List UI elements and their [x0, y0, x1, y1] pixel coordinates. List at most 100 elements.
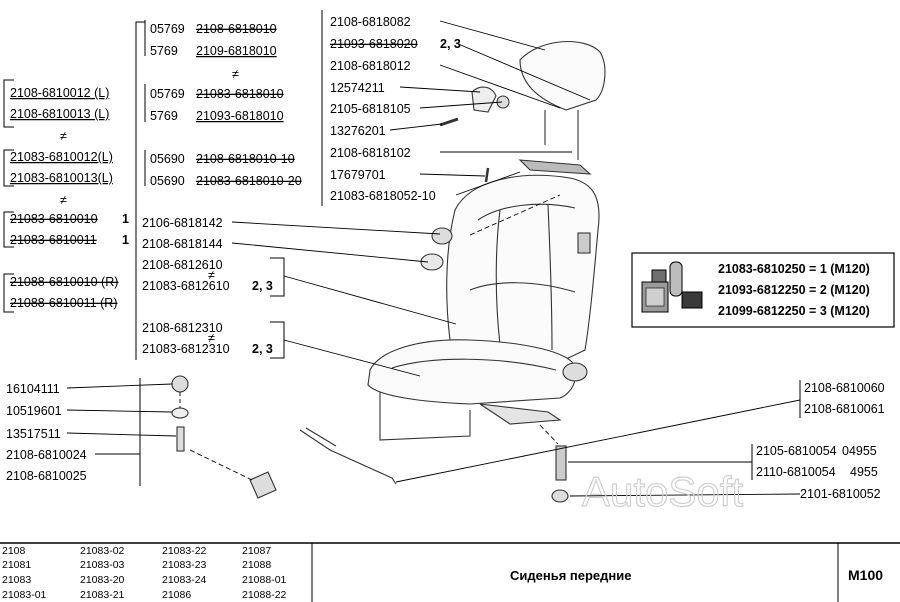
part-label: 2108-6810013 (L): [10, 107, 109, 121]
pin: [176, 426, 185, 452]
part-label: 21088-6810010 (R): [10, 275, 118, 289]
kit-line: 21083-6810250 = 1 (M120): [718, 262, 870, 276]
bracket-cushion: [270, 257, 285, 297]
part-prefix: 5769: [150, 44, 178, 58]
seat-rod: [299, 429, 397, 485]
kit-line: 21099-6812250 = 3 (M120): [718, 304, 870, 318]
washer: [171, 407, 189, 419]
backrest-seam: [469, 282, 576, 293]
part-label: 13276201: [330, 124, 386, 138]
part-label: 2110-6810054: [756, 465, 836, 479]
model-code: 21083-20: [80, 574, 125, 586]
part-label: 21083-6810010: [10, 212, 98, 226]
not-equal-sign: ≠: [208, 268, 215, 282]
backrest-seam: [477, 203, 576, 221]
kit-line: 21093-6812250 = 2 (M120): [718, 283, 870, 297]
model-code: 21086: [162, 589, 191, 601]
part-label: 21083-6818010: [196, 87, 284, 101]
leader-lines: [66, 20, 801, 497]
kit-icon: [641, 261, 703, 313]
page-title: Сиденья передние: [510, 568, 631, 583]
part-label: 2109-6818010: [196, 44, 277, 58]
part-label: 16104111: [6, 382, 60, 396]
model-code: 21088: [242, 559, 271, 571]
part-prefix: 5769: [150, 109, 178, 123]
headrest-clip: [471, 86, 497, 113]
seat-rod: [305, 427, 337, 447]
middle-part-groups: 05769 2108-6818010 5769 2109-6818010 ≠ 0…: [142, 22, 302, 356]
headrest-guide-plate: [518, 159, 592, 175]
part-label: 2108-6818010: [196, 22, 277, 36]
part-label: 21093-6818020: [330, 37, 418, 51]
model-code: 21081: [2, 559, 31, 571]
model-code: 21088-22: [242, 589, 287, 601]
part-label: 2108-6810025: [6, 469, 87, 483]
part-label: 21083-6810012(L): [10, 150, 113, 164]
model-code: 2108: [2, 545, 26, 557]
model-code: 21088-01: [242, 574, 287, 586]
backrest-seam: [495, 209, 501, 346]
variant-number: 1: [122, 212, 129, 226]
bracket-clip: [249, 471, 277, 499]
seat-frame: [379, 392, 471, 441]
left-part-groups: 2108-6810012 (L) 2108-6810013 (L) ≠ 2108…: [10, 86, 129, 310]
part-label: 2105-6810054: [756, 444, 837, 458]
part-label: 17679701: [330, 168, 386, 182]
part-label: 2108-6818082: [330, 15, 411, 29]
part-extra: 4955: [850, 465, 878, 479]
part-label: 2108-6818102: [330, 146, 411, 160]
seat-rail: [479, 403, 562, 425]
part-label: 21083-6818052-10: [330, 189, 436, 203]
model-code: 21083-01: [2, 589, 47, 601]
part-label: 12574211: [330, 81, 385, 95]
variant-number: 2, 3: [440, 37, 461, 51]
part-label: 2108-6810012 (L): [10, 86, 109, 100]
part-label: 2108-6812310: [142, 321, 223, 335]
part-label: 2101-6810052: [800, 487, 881, 501]
part-label: 21083-6818010-20: [196, 174, 302, 188]
page-code: M100: [848, 567, 883, 583]
part-prefix: 05690: [150, 152, 185, 166]
part-label: 13517511: [6, 427, 61, 441]
seat-illustration: [171, 41, 606, 503]
bracket-left-1: [3, 79, 14, 128]
cap: [420, 253, 444, 271]
part-label: 21083-6810011: [10, 233, 97, 247]
backrest-seam: [547, 204, 553, 351]
watermark: AutoSoft: [582, 468, 743, 515]
part-label: 2108-6818144: [142, 237, 223, 251]
part-label: 2108-6810024: [6, 448, 87, 462]
headrest-pin: [484, 167, 490, 183]
variant-number: 2, 3: [252, 342, 273, 356]
part-label: 21088-6810011 (R): [10, 296, 117, 310]
fastener-part-labels: 16104111 10519601 13517511 2108-6810024 …: [6, 382, 87, 483]
part-prefix: 05769: [150, 87, 185, 101]
part-label: 2108-6810060: [804, 381, 885, 395]
seat-cushion: [367, 339, 577, 405]
part-label: 21093-6818010: [196, 109, 284, 123]
bracket-left-3: [3, 211, 14, 248]
bracket-left-4: [3, 273, 14, 313]
part-label: 2105-6818105: [330, 102, 411, 116]
headrest-part-labels: 2108-6818082 21093-6818020 2, 3 2108-681…: [330, 15, 461, 203]
model-code: 21083-02: [80, 545, 125, 557]
part-label: 2108-6810061: [804, 402, 885, 416]
side-lever: [577, 232, 591, 254]
bracket-middle-main: [135, 21, 145, 360]
not-equal-sign: ≠: [232, 67, 239, 81]
nut: [171, 375, 189, 393]
part-label: 21083-6812610: [142, 279, 230, 293]
model-code: 21083: [2, 574, 31, 586]
headrest-screw: [439, 117, 459, 127]
not-equal-sign: ≠: [208, 331, 215, 345]
model-code: 21083-24: [162, 574, 207, 586]
model-code: 21083-21: [80, 589, 125, 601]
model-code: 21087: [242, 545, 271, 557]
part-prefix: 05690: [150, 174, 185, 188]
bolt: [555, 445, 567, 481]
headrest: [519, 41, 606, 111]
washer: [551, 489, 569, 503]
